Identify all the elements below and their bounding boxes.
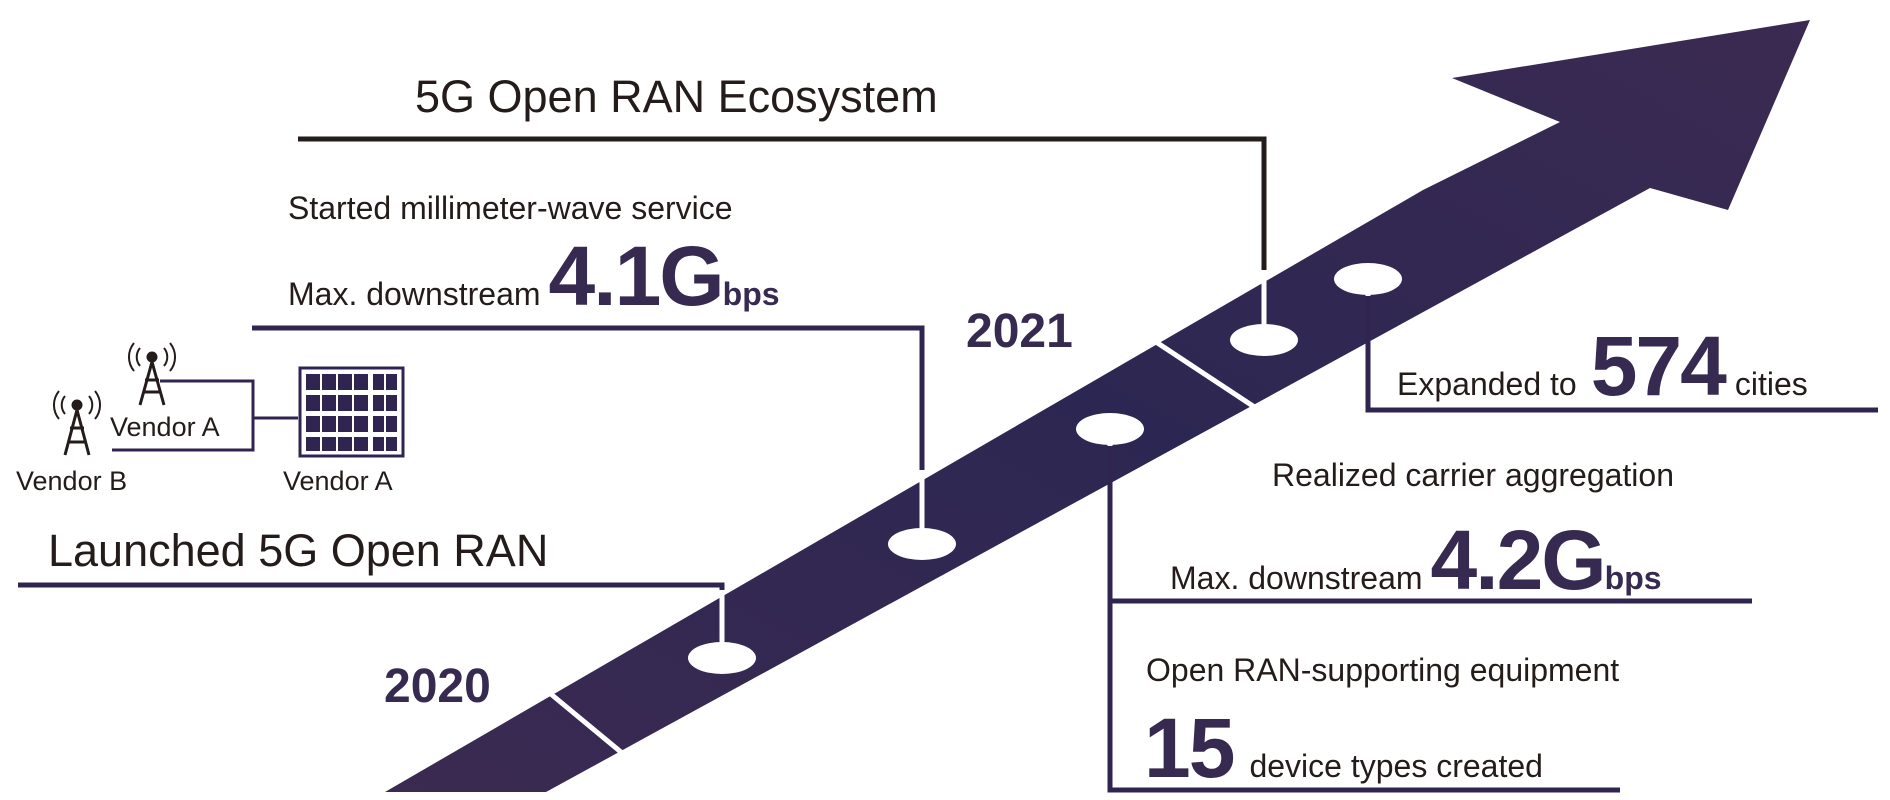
- mmwave-headline: Started millimeter-wave service: [288, 190, 733, 226]
- launch-headline: Launched 5G Open RAN: [48, 525, 549, 576]
- milestone-marker: [688, 642, 756, 674]
- equipment-stat: 15 device types created: [1144, 700, 1543, 797]
- carrier-speed: Max. downstream 4.2G bps: [1170, 512, 1662, 609]
- mmwave-unit: bps: [722, 276, 780, 312]
- timeline-arrow: [385, 20, 1810, 792]
- mmwave-speed: Max. downstream 4.1G bps: [288, 228, 780, 325]
- mmwave-prefix: Max. downstream: [288, 276, 541, 312]
- cities-prefix: Expanded to: [1397, 366, 1577, 402]
- carrier-prefix: Max. downstream: [1170, 560, 1423, 596]
- milestone-marker: [888, 528, 956, 560]
- carrier-headline: Realized carrier aggregation: [1272, 457, 1674, 493]
- antenna-tower-icon: [52, 390, 102, 456]
- milestone-marker: [1076, 413, 1144, 445]
- milestone-marker: [1230, 324, 1298, 356]
- carrier-unit: bps: [1604, 560, 1662, 596]
- year-start: 2020: [384, 660, 491, 713]
- connector-ecosystem: [298, 136, 1267, 326]
- cities-stat: Expanded to 574 cities: [1397, 318, 1808, 415]
- arrow-segment-divider: [1148, 335, 1264, 415]
- equipment-headline: Open RAN-supporting equipment: [1146, 652, 1620, 688]
- antenna-tower-icon: [127, 342, 177, 406]
- page-title: 5G Open RAN Ecosystem: [415, 71, 938, 122]
- year-end: 2021: [966, 305, 1073, 358]
- connector-carrier: [1107, 445, 1620, 793]
- connector-launch: [18, 582, 725, 655]
- vendor-label-server: Vendor A: [283, 466, 393, 496]
- connector-cities: [1365, 296, 1878, 413]
- mmwave-value: 4.1G: [548, 229, 725, 323]
- server-rack-icon: [298, 366, 405, 458]
- connector-mmwave: [252, 325, 925, 530]
- equipment-suffix: device types created: [1249, 748, 1543, 784]
- equipment-value: 15: [1144, 701, 1235, 795]
- vendor-label-tower-top: Vendor A: [110, 412, 220, 442]
- milestone-marker: [1334, 263, 1402, 295]
- vendor-label-tower-left: Vendor B: [16, 466, 128, 496]
- arrow-segment-divider: [544, 688, 647, 774]
- vendor-network-icon: [52, 342, 405, 458]
- cities-suffix: cities: [1734, 366, 1808, 402]
- cities-value: 574: [1590, 319, 1727, 413]
- carrier-value: 4.2G: [1430, 513, 1607, 607]
